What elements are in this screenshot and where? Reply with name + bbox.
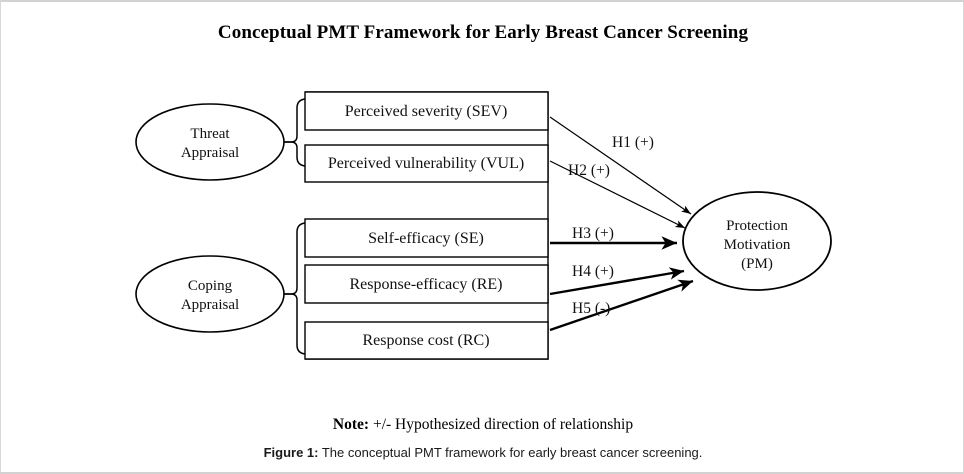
node-threat-appraisal[interactable]: Threat Appraisal [135, 103, 285, 181]
hypothesis-label-h1: H1 (+) [612, 134, 654, 151]
arrow-h2 [549, 160, 686, 229]
brace-threat-lower [284, 141, 306, 167]
variable-box-rc-label: Response cost (RC) [362, 332, 489, 349]
coping-appraisal-ellipse [135, 255, 285, 333]
protection-motivation-ellipse [682, 191, 832, 291]
page-title: Conceptual PMT Framework for Early Breas… [217, 22, 749, 43]
variable-box-vul-rect [304, 144, 549, 183]
figure-caption-text: The conceptual PMT framework for early b… [318, 445, 703, 460]
threat-appraisal-ellipse [135, 103, 285, 181]
variable-box-rc-rect [304, 321, 549, 360]
variable-box-re-rect [304, 264, 549, 304]
hypothesis-label-h2: H2 (+) [568, 162, 610, 179]
brace-coping-upper [284, 222, 306, 295]
variable-box-sev-label: Perceived severity (SEV) [345, 103, 508, 120]
variable-box-sev[interactable]: Perceived severity (SEV) [304, 91, 549, 131]
variable-box-sev-rect [304, 91, 549, 131]
protection-motivation-label-line2: Motivation [724, 237, 791, 253]
hypothesis-label-h3: H3 (+) [572, 225, 614, 242]
hypothesis-label-h4: H4 (+) [572, 263, 614, 280]
variable-box-re[interactable]: Response-efficacy (RE) [304, 264, 549, 304]
threat-appraisal-label-line2: Appraisal [181, 145, 239, 161]
arrow-h5 [549, 279, 694, 332]
variable-box-rc[interactable]: Response cost (RC) [304, 321, 549, 360]
arrow-h4 [549, 267, 685, 296]
variable-box-se-label: Self-efficacy (SE) [368, 230, 484, 247]
variable-box-vul-label: Perceived vulnerability (VUL) [328, 155, 524, 172]
figure-caption: Figure 1: The conceptual PMT framework f… [1, 445, 963, 460]
variable-box-se-rect [304, 218, 549, 258]
threat-appraisal-label-line1: Threat [190, 126, 230, 142]
coping-appraisal-label-line1: Coping [188, 278, 233, 294]
figure-note-label: Note: [332, 416, 370, 433]
protection-motivation-label-line3: (PM) [741, 256, 773, 272]
figure-caption-label: Figure 1: [263, 445, 319, 460]
node-coping-appraisal[interactable]: Coping Appraisal [135, 255, 285, 333]
variable-box-se[interactable]: Self-efficacy (SE) [304, 218, 549, 258]
coping-appraisal-label-line2: Appraisal [181, 297, 239, 313]
node-protection-motivation[interactable]: Protection Motivation (PM) [682, 191, 832, 291]
brace-threat-upper [284, 98, 306, 143]
variable-box-vul[interactable]: Perceived vulnerability (VUL) [304, 144, 549, 183]
hypothesis-label-h5: H5 (-) [572, 300, 610, 317]
brace-coping-lower [284, 293, 306, 355]
figure-note-text: +/- Hypothesized direction of relationsh… [369, 416, 634, 433]
arrow-h1 [549, 116, 692, 215]
protection-motivation-label-line1: Protection [726, 218, 788, 234]
figure-note: Note: +/- Hypothesized direction of rela… [1, 416, 963, 434]
variable-box-re-label: Response-efficacy (RE) [350, 276, 503, 293]
